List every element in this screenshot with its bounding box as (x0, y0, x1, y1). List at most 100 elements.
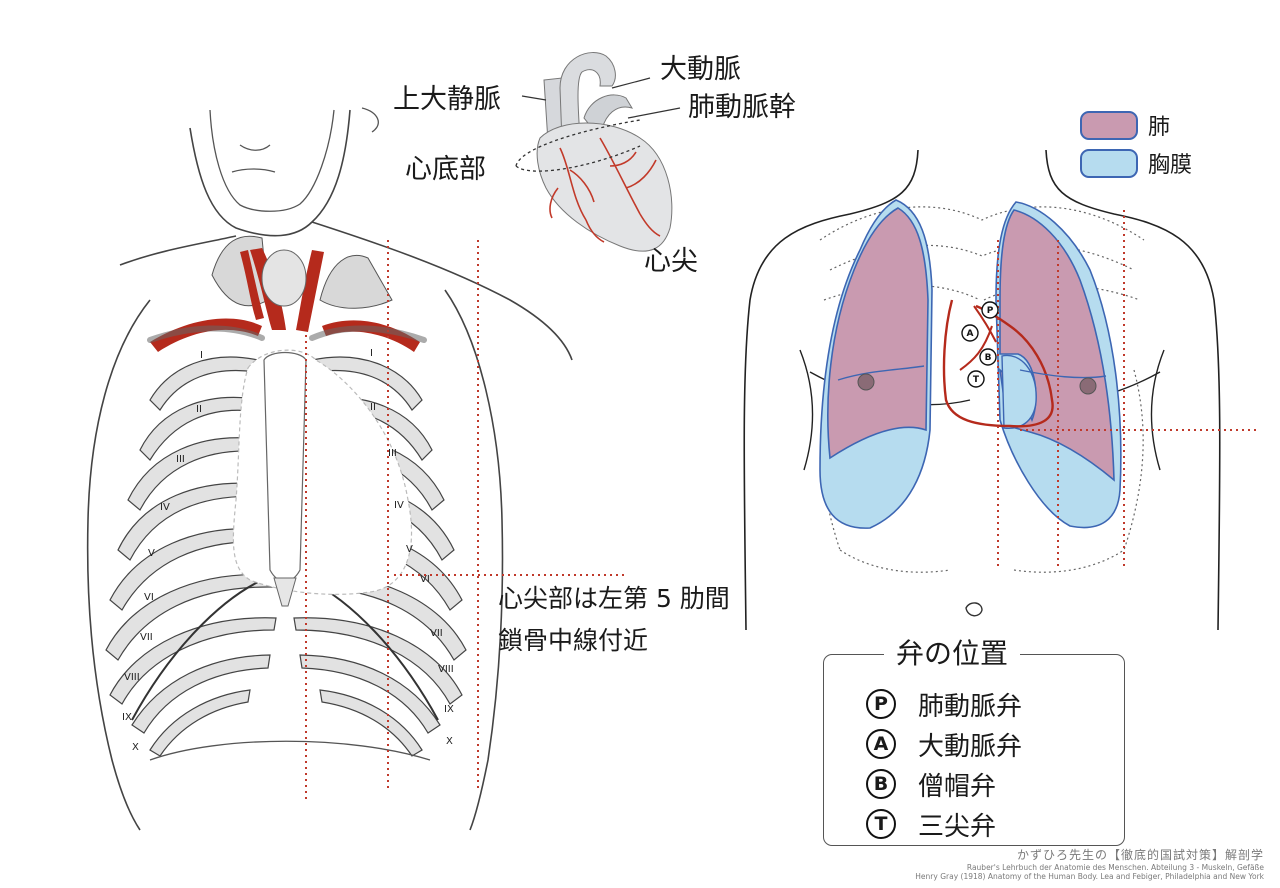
nipple-right (1079, 377, 1097, 395)
neck-structures (150, 235, 420, 352)
armpit-right (1150, 349, 1165, 471)
ribs-left (105, 356, 277, 757)
valve-markers: P A B T (961, 301, 999, 388)
heart-base-ellipse (515, 119, 641, 167)
label-aorta: 大動脈 (660, 54, 741, 85)
valve-name: 僧帽弁 (918, 771, 997, 802)
rib-numeral: VI (144, 592, 154, 603)
body-left-side (86, 299, 151, 831)
credits-source-1: Rauber's Lehrbuch der Anatomie des Mensc… (966, 863, 1264, 872)
sternum (263, 351, 307, 582)
rib-numeral: I (200, 350, 203, 361)
valve-badge: A (866, 729, 896, 759)
rib-numeral: X (132, 742, 139, 753)
fissure-right (1019, 369, 1107, 379)
heart-illustration (515, 52, 681, 252)
rib-numerals-left: I II III IV V VI VII VIII IX X (122, 350, 203, 753)
rib-numeral: IV (394, 500, 404, 511)
apex-note-line2: 鎖骨中線付近 (498, 626, 649, 655)
body-right-side (444, 289, 504, 831)
rib-numerals-right: I II III IV V VI VII VIII IX X (370, 348, 454, 747)
rib-numeral: VII (430, 628, 443, 639)
lung-left (827, 207, 929, 460)
rib-numeral: II (196, 404, 202, 415)
torso-lung-diagram: P A B T (743, 149, 1260, 630)
valve-badge: T (866, 809, 896, 839)
torso-outline (743, 149, 1221, 630)
mouth (231, 168, 276, 173)
face-outline (209, 109, 335, 212)
nipple-left (857, 373, 875, 391)
heart-outline-red (942, 299, 1054, 428)
heart-silhouette (232, 349, 413, 595)
armpit-left (799, 349, 814, 471)
legend-item-lung: 肺 (1080, 108, 1192, 142)
rib-numeral: IV (160, 502, 170, 513)
valve-marker-b (979, 348, 997, 366)
cardiac-notch (1001, 354, 1037, 429)
rib-numeral: V (148, 548, 155, 559)
valve-marker-b-label: B (985, 353, 992, 363)
valve-marker-p-label: P (987, 306, 994, 316)
valve-item-mitral: B 僧帽弁 (866, 765, 1022, 803)
label-heart-apex: 心尖 (644, 246, 698, 277)
valve-marker-a (961, 324, 979, 342)
svc-leader (521, 95, 547, 101)
label-superior-vena-cava: 上大静脈 (393, 84, 501, 115)
shoulder-line (119, 221, 573, 361)
rib-numeral: IX (122, 712, 132, 723)
valve-list: P 肺動脈弁 A 大動脈弁 B 僧帽弁 T 三尖弁 (866, 685, 1022, 845)
heart-body (536, 122, 673, 252)
clavicle-left (147, 325, 265, 343)
ear-right (361, 107, 379, 133)
legend-swatch-lung (1080, 110, 1138, 140)
rib-numeral: IX (444, 704, 454, 715)
rib-numeral: VII (140, 632, 153, 643)
valve-name: 大動脈弁 (918, 731, 1023, 762)
rib-numeral: V (406, 544, 413, 555)
credits: かずひろ先生の【徹底的国試対策】解剖学 Rauber's Lehrbuch de… (915, 848, 1264, 881)
rib-numeral: X (446, 736, 453, 747)
legend-label-pleura: 胸膜 (1148, 153, 1193, 178)
legend-swatch-pleura (1080, 148, 1138, 178)
rib-numeral: II (370, 402, 376, 413)
valve-marker-t-label: T (973, 375, 980, 385)
clavicle-right (309, 325, 427, 343)
thorax-illustration: I II III IV V VI VII VIII IX X I II III … (86, 107, 624, 831)
valve-item-aortic: A 大動脈弁 (866, 725, 1022, 763)
credits-source-2: Henry Gray (1918) Anatomy of the Human B… (915, 872, 1264, 881)
heart-inner-red (959, 305, 997, 371)
valve-marker-p (981, 301, 999, 319)
apex-note-line1: 心尖部は左第 5 肋間 (498, 584, 730, 613)
legend-label-lung: 肺 (1148, 115, 1171, 140)
legend: 肺 胸膜 (1080, 108, 1192, 184)
guide-lines-left (305, 240, 624, 800)
fissure-left (837, 365, 925, 381)
valve-item-tricuspid: T 三尖弁 (866, 805, 1022, 843)
valve-marker-t (967, 370, 985, 388)
guide-lines-right (997, 210, 1260, 570)
rib-numeral: VIII (124, 672, 140, 683)
valve-badge: P (866, 689, 896, 719)
valve-positions-box: 弁の位置 P 肺動脈弁 A 大動脈弁 B 僧帽弁 T 三尖弁 (823, 635, 1125, 846)
nose (239, 144, 271, 151)
valve-name: 肺動脈弁 (918, 691, 1023, 722)
valve-name: 三尖弁 (918, 811, 997, 842)
label-heart-base: 心底部 (405, 154, 486, 185)
rib-numeral: III (176, 454, 185, 465)
apex-note: 心尖部は左第 5 肋間 鎖骨中線付近 (498, 578, 730, 662)
heart-base-ellipse-lower (515, 145, 641, 172)
valve-marker-a-label: A (967, 329, 974, 339)
xiphoid (273, 577, 297, 607)
abdomen-outline (149, 740, 431, 761)
valve-badge: B (866, 769, 896, 799)
rib-numeral: III (388, 448, 397, 459)
credits-title: かずひろ先生の【徹底的国試対策】解剖学 (1016, 848, 1264, 862)
valve-item-pulmonary: P 肺動脈弁 (866, 685, 1022, 723)
pulmonary-leader (627, 107, 681, 119)
aorta-leader (611, 77, 651, 89)
label-pulmonary-trunk: 肺動脈幹 (688, 92, 796, 123)
coronary-arteries (549, 137, 661, 243)
legend-item-pleura: 胸膜 (1080, 146, 1192, 180)
